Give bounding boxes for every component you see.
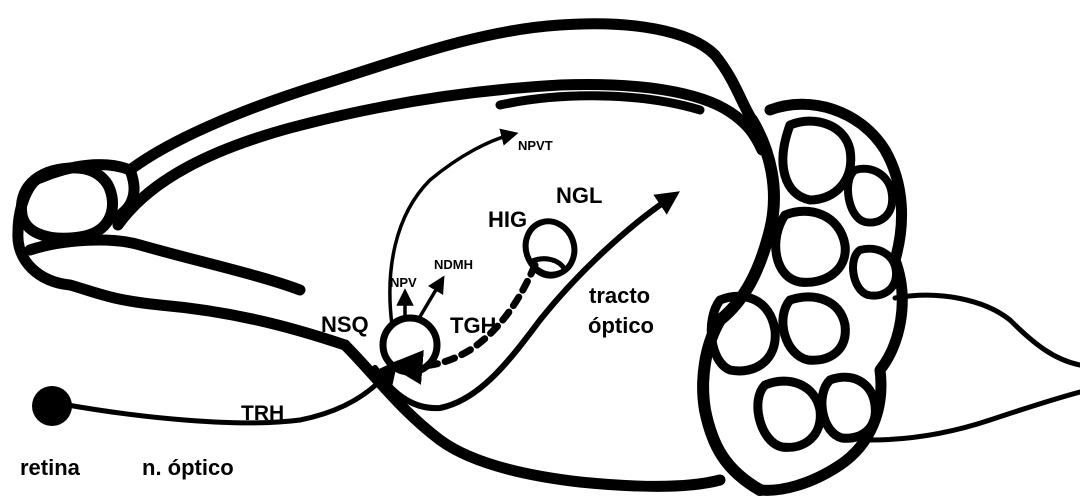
ventral-outline [345, 345, 720, 486]
label-trh: TRH [241, 402, 284, 425]
label-npv: NPV [390, 275, 417, 290]
cerebellum-lobule-4 [783, 297, 845, 360]
label-nsq: NSQ [321, 312, 369, 337]
label-npvt: NPVT [518, 138, 553, 153]
label-retina: retina [20, 455, 81, 480]
cerebellum-lobule-8 [853, 249, 896, 296]
label-hig: HIG [488, 207, 527, 232]
ngl-ellipse [518, 214, 582, 281]
cerebellum-lobule-6 [822, 377, 875, 438]
spinal-cord-lower-outline [870, 392, 1080, 440]
cerebellum-lobule-5 [758, 381, 820, 447]
optic-nerve-line [62, 370, 390, 423]
ndmh-arrow-line [418, 283, 440, 320]
label-n-optico: n. óptico [142, 455, 234, 480]
hippocampus-inner-outline [500, 96, 700, 110]
label-optico-tract: óptico [588, 313, 654, 338]
label-ndmh: NDMH [434, 257, 473, 272]
label-tracto: tracto [589, 283, 650, 308]
cerebellum-lobule-7 [848, 169, 892, 223]
label-ngl: NGL [556, 183, 602, 208]
cerebellum-lobule-1 [783, 121, 851, 200]
spinal-cord-outline [895, 295, 1080, 365]
cerebellum-lobule-2 [776, 211, 846, 282]
cerebellum-lobule-3 [711, 296, 775, 371]
olfactory-bulb-outline [21, 168, 112, 238]
label-tgh: TGH [450, 313, 496, 338]
